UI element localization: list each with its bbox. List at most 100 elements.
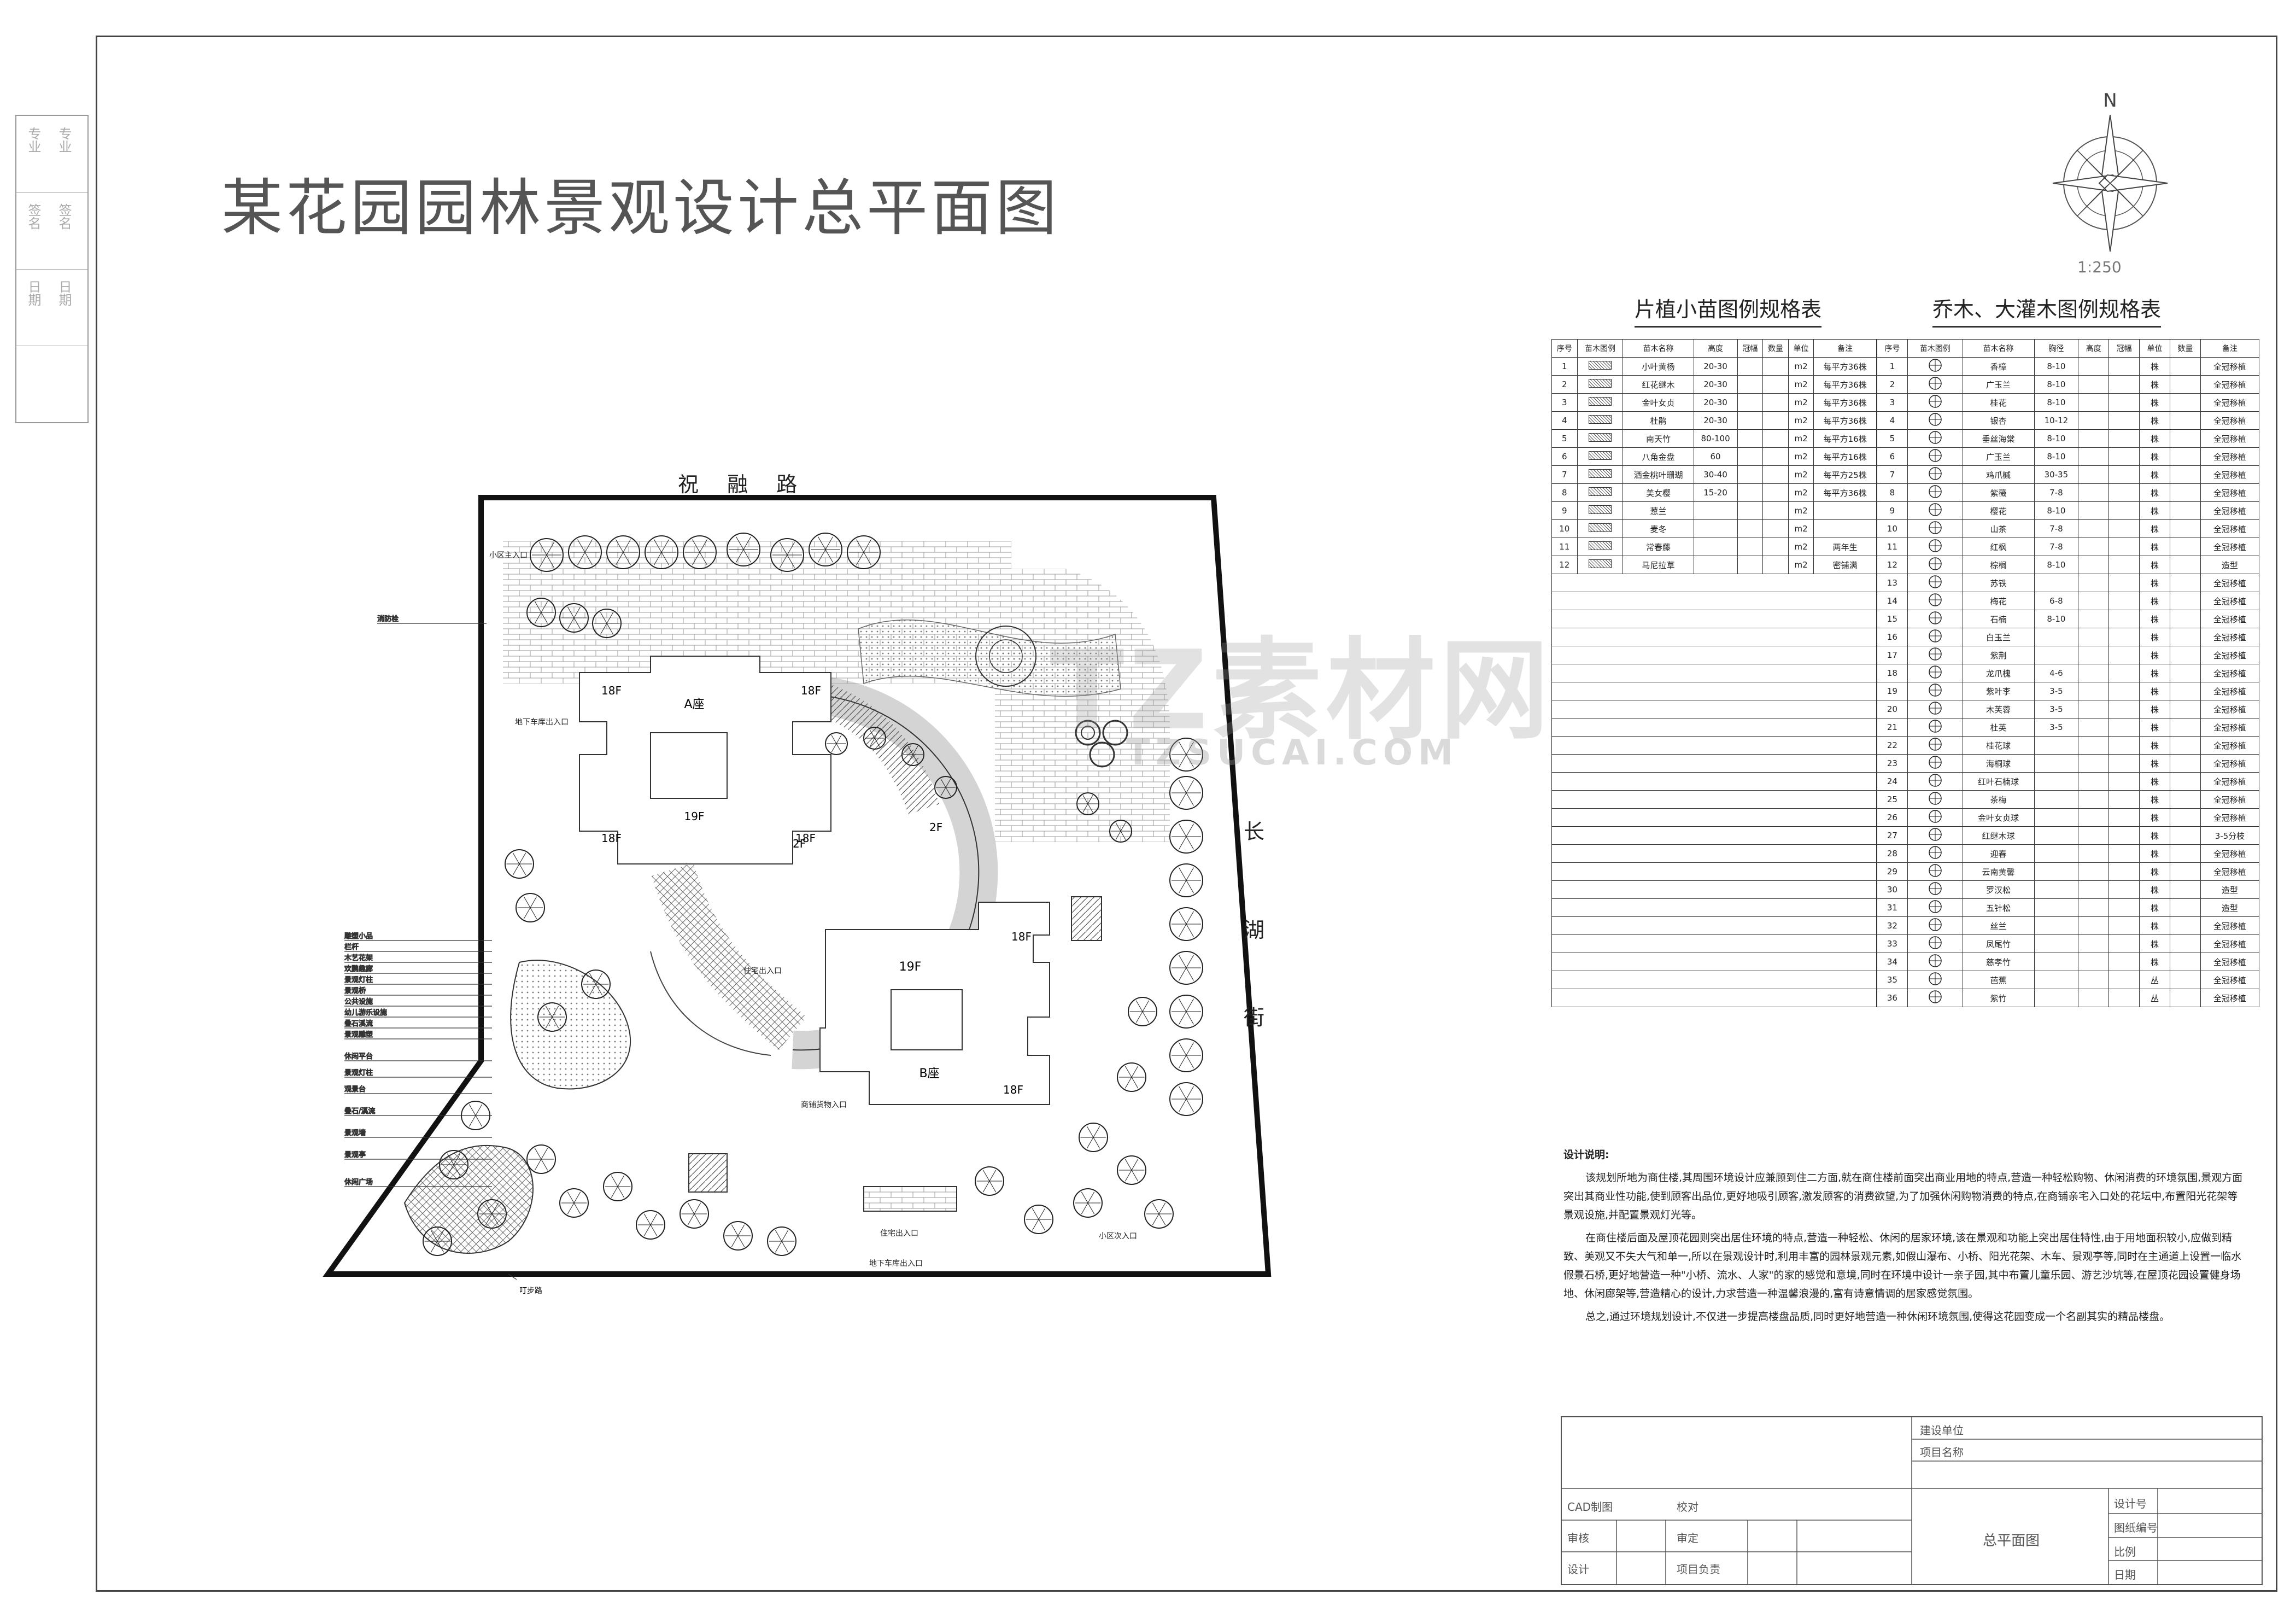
tb-label: 设计号 (2114, 1497, 2147, 1510)
table-cell: 山茶 (1962, 519, 2035, 538)
table-cell: 株 (2139, 483, 2170, 502)
table-cell: 全冠移植 (2200, 862, 2260, 881)
tb-label: 日期 (2114, 1568, 2136, 1581)
drawing-title: 某花园园林景观设计总平面图 (221, 173, 1060, 244)
table-cell: 26 (1877, 808, 1908, 827)
tree-legend-icon (1907, 826, 1963, 845)
table-cell: 株 (2139, 501, 2170, 520)
table-cell (2034, 826, 2079, 845)
tree-legend-icon (1907, 375, 1963, 394)
table-cell: 5 (1877, 429, 1908, 448)
north-arrow-icon: N (2052, 90, 2168, 252)
table-cell: 全冠移植 (2200, 538, 2260, 556)
callout-label: 景观亭 (344, 1150, 366, 1159)
tree-symbol (934, 776, 957, 799)
tree-symbol (1169, 738, 1203, 772)
callout-label: 景观灯柱 (344, 976, 373, 984)
table-row (1551, 736, 1877, 755)
callout-label: 栏杆 (344, 943, 359, 951)
tree-legend-icon (1907, 700, 1963, 718)
table-cell: 株 (2139, 700, 2170, 718)
side-label: 日期 (26, 280, 41, 306)
tree-symbol (1169, 995, 1203, 1029)
notes-heading: 设计说明: (1563, 1149, 1609, 1161)
table-cell: 株 (2139, 844, 2170, 863)
table-cell (2034, 971, 2079, 989)
tree-table-title: 乔木、大灌木图例规格表 (1932, 293, 2162, 328)
table-cell (2034, 808, 2079, 827)
tree-symbol (559, 603, 589, 633)
tree-legend-icon (1907, 519, 1963, 538)
table-cell: 桂花 (1962, 393, 2035, 412)
tree-symbol (581, 969, 611, 999)
table-cell: 株 (2139, 682, 2170, 700)
table-cell: m2 (1788, 429, 1814, 448)
table-row (1551, 664, 1877, 682)
tree-symbol (603, 1172, 632, 1201)
table-cell: 红继木球 (1962, 826, 2035, 845)
building-b-label: B座 (919, 1067, 939, 1080)
tb-label: 审定 (1677, 1532, 1698, 1545)
table-cell: 紫荆 (1962, 646, 2035, 664)
floor-label: 18F (1003, 1083, 1023, 1096)
table-cell (2034, 574, 2079, 592)
table-cell: 株 (2139, 447, 2170, 466)
table-cell: 3-5 (2034, 718, 2079, 737)
table-cell: 丛 (2139, 971, 2170, 989)
table-cell (2034, 736, 2079, 755)
table-cell: 8 (1877, 483, 1908, 502)
table-cell: 7-8 (2034, 519, 2079, 538)
tb-label: CAD制图 (1567, 1500, 1613, 1514)
legend-swatch (1577, 556, 1624, 574)
entrance-label: 小区次入口 (1099, 1232, 1137, 1241)
table-cell: 全冠移植 (2200, 971, 2260, 989)
tree-legend-icon (1907, 592, 1963, 610)
table-row (1551, 862, 1877, 881)
table-cell: 全冠移植 (2200, 501, 2260, 520)
table-cell: 6 (1877, 447, 1908, 466)
table-cell: 马尼拉草 (1623, 556, 1694, 574)
table-cell (2034, 898, 2079, 917)
table-cell: 垂丝海棠 (1962, 429, 2035, 448)
tree-symbol (1076, 792, 1099, 815)
table-cell: 8-10 (2034, 429, 2079, 448)
tree-symbol (537, 1002, 567, 1032)
tree-symbol (526, 1144, 556, 1174)
table-cell: 全冠移植 (2200, 700, 2260, 718)
table-cell: 白玉兰 (1962, 628, 2035, 646)
tree-symbol (847, 535, 881, 569)
table-cell: 9 (1877, 501, 1908, 520)
table-row (1551, 772, 1877, 791)
table-cell (2034, 790, 2079, 809)
floor-label: 18F (801, 684, 821, 697)
table-cell: 10 (1551, 519, 1578, 538)
tree-legend-icon (1907, 538, 1963, 556)
table-cell: 樱花 (1962, 501, 2035, 520)
table-cell: 25 (1877, 790, 1908, 809)
table-cell: 32 (1877, 916, 1908, 935)
side-label: 签名 (26, 203, 41, 230)
table-cell: 株 (2139, 718, 2170, 737)
table-cell: 苏铁 (1962, 574, 2035, 592)
table-cell: 株 (2139, 898, 2170, 917)
tree-symbol (505, 849, 534, 879)
table-cell: 株 (2139, 736, 2170, 755)
tb-drawing-name: 总平面图 (1983, 1533, 2040, 1549)
table-row (1551, 682, 1877, 700)
side-label: 日期 (56, 280, 72, 306)
entrance-label: 住宅出入口 (880, 1229, 918, 1238)
table-cell: 株 (2139, 628, 2170, 646)
table-cell: 全冠移植 (2200, 754, 2260, 773)
